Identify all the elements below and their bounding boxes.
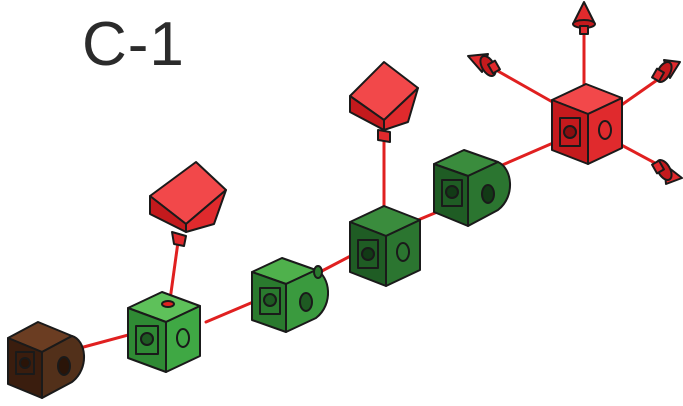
red-cone-top — [572, 1, 596, 35]
green-cube-1-hole-right — [176, 328, 190, 348]
red-angle-block-2 — [349, 61, 419, 143]
green-cube-2 — [349, 205, 421, 287]
brown-round-block — [7, 321, 86, 399]
red-hub-right — [587, 97, 623, 165]
green-round-block-2 — [433, 149, 512, 227]
green-cube-2-hole-right — [396, 242, 410, 262]
green-round-2-socket — [445, 185, 459, 199]
green-round-1-socket — [263, 293, 277, 307]
connector-hub-to-left-cone — [494, 68, 558, 106]
red-cone-left — [467, 53, 501, 77]
red-cone-bottom-right — [651, 159, 683, 185]
green-cube-1 — [127, 291, 201, 373]
red-cone-right-stem — [651, 67, 665, 83]
red-hub-socket — [563, 125, 577, 139]
green-cube-1-socket — [140, 332, 154, 346]
connector-cube1-to-round1 — [204, 298, 260, 324]
green-round-1-side-peg — [313, 265, 323, 279]
green-cube-2-right — [385, 219, 421, 287]
green-cube-1-top-peg — [161, 300, 175, 308]
red-angle-2-peg — [377, 129, 391, 143]
green-round-block-1 — [251, 257, 330, 333]
red-angle-block-1 — [149, 161, 227, 247]
red-angle-2-side — [383, 87, 419, 131]
green-round-2-slot — [441, 179, 463, 207]
red-angle-1-peg — [171, 231, 187, 247]
green-round-1-slot — [259, 287, 281, 315]
green-round-1-hole — [299, 292, 313, 312]
red-hub-hole-right — [598, 120, 612, 140]
diagram-title: C-1 — [82, 10, 185, 79]
red-cone-left-stem — [487, 59, 501, 75]
connector-round2-to-hub — [498, 138, 562, 168]
connector-hub-to-right-cone — [618, 76, 662, 108]
green-round-2-hole — [481, 184, 495, 204]
brown-block-socket — [19, 357, 31, 369]
red-hub-cube — [551, 83, 623, 165]
green-cube-2-slot — [357, 239, 379, 269]
connector-brown-to-cube1 — [78, 332, 134, 350]
red-cone-right — [651, 59, 681, 83]
red-hub-slot — [559, 117, 581, 147]
red-angle-1-side — [185, 189, 227, 233]
connector-cube1-to-angle1 — [168, 240, 180, 302]
green-cube-2-socket — [361, 247, 375, 261]
brown-block-slot — [15, 351, 35, 375]
red-cone-top-stem — [579, 25, 589, 35]
green-cube-1-right — [165, 305, 201, 373]
brown-block-hole — [57, 356, 71, 376]
red-cone-bottom-right-stem — [651, 159, 665, 175]
green-cube-1-slot — [135, 325, 159, 355]
